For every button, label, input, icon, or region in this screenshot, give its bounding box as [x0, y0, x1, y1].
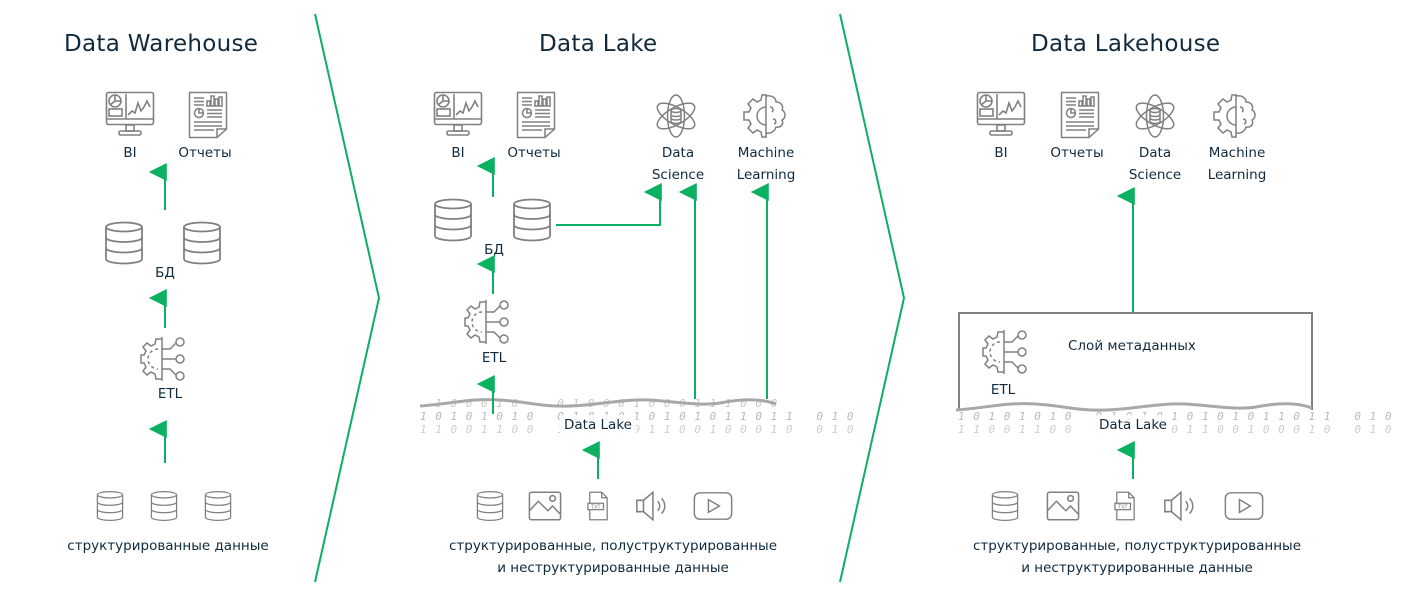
database-icon [433, 198, 473, 242]
binary-row: 1 1 0 0 1 1 0 0 1 0 0 1 0 0 1 1 0 0 1 0 … [420, 423, 855, 436]
etl-label: ETL [990, 382, 1016, 398]
bi-monitor-icon [976, 91, 1026, 137]
binary-row: 1 1 0 0 1 1 0 0 1 0 0 1 0 0 1 1 0 0 1 0 … [958, 423, 1393, 436]
sources-label: структурированные данные [67, 538, 269, 554]
database-icon [204, 490, 232, 522]
consumer-label-data-science: Data Science [1128, 145, 1182, 183]
bi-monitor-icon [105, 91, 155, 137]
panel-title: Data Lake [539, 31, 658, 57]
binary-row: 1 0 1 0 1 0 1 0 0 1 0 1 0 1 0 1 0 1 0 1 … [958, 410, 1393, 423]
storage-label: БД [155, 265, 175, 281]
database-icon [150, 490, 178, 522]
data-lake-label: Data Lake [1095, 415, 1171, 435]
data-lake-label: Data Lake [560, 415, 636, 435]
metadata-layer-box [958, 312, 1313, 410]
report-icon [188, 91, 228, 139]
binary-row: 1 0 1 0 1 0 1 0 0 1 0 1 0 1 0 1 0 1 0 1 … [420, 410, 855, 423]
bi-monitor-icon [433, 91, 483, 137]
sources-label: структурированные, полуструктурированные… [972, 538, 1302, 576]
txt-file-icon [1114, 490, 1136, 522]
video-icon [1224, 490, 1264, 522]
image-icon [1046, 490, 1080, 522]
etl-icon [140, 335, 190, 383]
etl-label: ETL [481, 350, 507, 366]
consumer-label-machine-learning: Machine Learning [1207, 145, 1267, 183]
database-icon [104, 221, 144, 265]
metadata-layer-label: Слой метаданных [1068, 338, 1196, 354]
audio-icon [634, 490, 670, 522]
report-icon [1060, 91, 1100, 139]
database-icon [96, 490, 124, 522]
machine-learning-icon [1213, 93, 1259, 139]
consumer-label-bi: BI [994, 145, 1008, 161]
consumer-label-machine-learning: Machine Learning [736, 145, 796, 183]
chevron-separator-1 [314, 13, 381, 583]
machine-learning-icon [743, 93, 789, 139]
database-icon [512, 198, 552, 242]
sources-label: структурированные, полуструктурированные… [448, 538, 778, 576]
etl-label: ETL [157, 386, 183, 402]
data-science-atom-icon [653, 93, 699, 139]
database-icon [991, 490, 1019, 522]
panel-title: Data Lakehouse [1031, 31, 1221, 57]
etl-icon [982, 328, 1032, 376]
etl-icon [464, 298, 514, 346]
wave-line [420, 398, 776, 408]
video-icon [693, 490, 733, 522]
consumer-label-reports: Отчеты [178, 145, 232, 161]
audio-icon [1162, 490, 1198, 522]
consumer-label-bi: BI [451, 145, 465, 161]
chevron-separator-2 [839, 13, 906, 583]
database-icon [182, 221, 222, 265]
image-icon [528, 490, 562, 522]
panel-title: Data Warehouse [64, 31, 259, 57]
consumer-label-reports: Отчеты [1050, 145, 1104, 161]
database-icon [476, 490, 504, 522]
data-science-atom-icon [1132, 93, 1178, 139]
consumer-label-bi: BI [123, 145, 137, 161]
consumer-label-data-science: Data Science [651, 145, 705, 183]
wave-line [956, 402, 1312, 412]
txt-file-icon [587, 490, 609, 522]
storage-label: БД [484, 242, 504, 258]
consumer-label-reports: Отчеты [507, 145, 561, 161]
report-icon [516, 91, 556, 139]
